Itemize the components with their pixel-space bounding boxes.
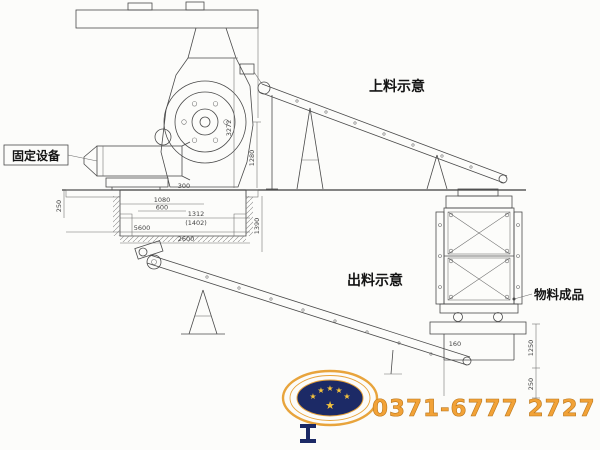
discharge-conveyor: [134, 240, 472, 375]
dimension-label: 160: [449, 340, 461, 348]
svg-text:★: ★: [317, 386, 324, 395]
crusher-front-view: [429, 188, 527, 361]
logo-center-oval: [296, 379, 364, 417]
discharge-diagram-label: 出料示意: [347, 272, 403, 289]
dimension-label: (1402): [185, 219, 207, 227]
dimension-label: 600: [156, 204, 168, 212]
svg-text:★: ★: [325, 399, 335, 412]
svg-text:★: ★: [343, 392, 350, 401]
belt-rollers: [295, 99, 473, 169]
feeding-diagram-label: 上料示意: [369, 78, 425, 95]
dimension-label: 1312: [188, 210, 205, 218]
dimension-label: 3272: [225, 120, 233, 137]
callout-labels: 固定设备 上料示意 出料示意 物料成品: [3, 78, 584, 302]
svg-text:★: ★: [335, 386, 342, 395]
dimension-label: 1280: [248, 150, 256, 167]
svg-text:★: ★: [326, 384, 333, 393]
crusher-dimensions: 3272 1280 1390 250 300 1080 600 1312 (14…: [55, 57, 263, 252]
foundation-pit: [65, 189, 259, 242]
front-view-dimensions: 160 1250 250: [443, 323, 540, 399]
dimension-label: 2600: [178, 235, 195, 243]
dimension-label: 300: [178, 182, 190, 190]
crusher-side-view: [154, 27, 254, 188]
star-icon: ★ ★ ★ ★ ★ ★: [309, 384, 350, 412]
logo-outer-ring: [281, 369, 379, 427]
flywheel-bolts: [181, 101, 229, 143]
dimension-label: 250: [55, 200, 63, 212]
fixed-equipment-label: 固定设备: [12, 148, 61, 163]
watermark-character-mark: [300, 424, 316, 443]
belt-rollers: [205, 275, 433, 356]
dimension-label: 250: [527, 378, 535, 390]
logo-inner-ring: [289, 375, 371, 421]
upper-platform: [75, 1, 259, 118]
panel-bolts: [448, 212, 510, 300]
watermark-logo: ★ ★ ★ ★ ★ ★ 0371-6777 2727: [281, 369, 596, 443]
finished-material-label: 物料成品: [534, 287, 584, 302]
feed-conveyor: [239, 63, 508, 190]
svg-text:★: ★: [309, 392, 316, 401]
dimension-label: 5600: [134, 224, 151, 232]
dimension-label: 1080: [154, 196, 171, 204]
dimension-label: 1390: [253, 218, 261, 235]
dimension-label: 1250: [527, 340, 535, 357]
watermark-phone-number: 0371-6777 2727: [372, 396, 596, 422]
